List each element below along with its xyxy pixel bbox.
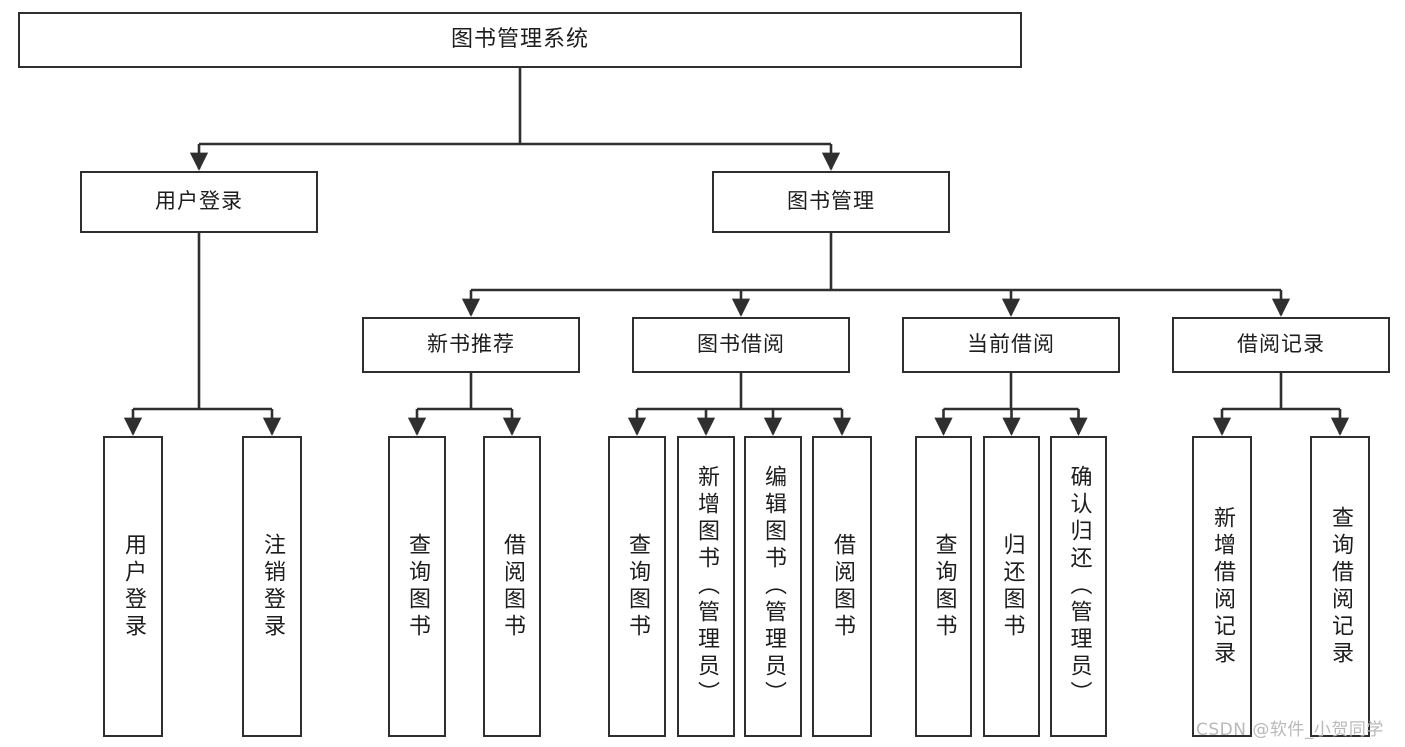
node-r_query[interactable]: 查询借阅记录	[1310, 436, 1370, 737]
node-label: 图书借阅	[697, 332, 785, 357]
node-b_lend[interactable]: 借阅图书	[812, 436, 872, 737]
node-c_query[interactable]: 查询图书	[915, 436, 972, 737]
node-label: 图书管理系统	[450, 26, 589, 52]
node-login[interactable]: 用户登录	[80, 171, 318, 233]
node-n_borrow[interactable]: 借阅图书	[483, 436, 541, 737]
node-label: 借阅图书	[500, 532, 525, 641]
node-label: 编辑图书（管理员）	[761, 465, 786, 708]
csdn-watermark: CSDN @软件_小贺同学	[1196, 720, 1384, 740]
node-root[interactable]: 图书管理系统	[18, 12, 1022, 68]
node-label: 新书推荐	[427, 332, 515, 357]
node-label: 新增图书（管理员）	[694, 465, 719, 708]
node-label: 用户登录	[121, 532, 146, 641]
node-label: 当前借阅	[967, 332, 1055, 357]
node-c_return[interactable]: 归还图书	[983, 436, 1040, 737]
node-label: 查询图书	[625, 532, 650, 641]
node-label: 新增借阅记录	[1210, 505, 1235, 668]
node-label: 查询图书	[405, 532, 430, 641]
node-l_login[interactable]: 用户登录	[103, 436, 163, 737]
node-label: 确认归还（管理员）	[1066, 465, 1092, 708]
node-record[interactable]: 借阅记录	[1172, 317, 1390, 373]
node-current[interactable]: 当前借阅	[902, 317, 1120, 373]
node-borrow[interactable]: 图书借阅	[632, 317, 850, 373]
node-n_query[interactable]: 查询图书	[388, 436, 446, 737]
node-label: 图书管理	[787, 189, 875, 214]
node-label: 查询图书	[931, 532, 957, 641]
node-label: 查询借阅记录	[1328, 505, 1353, 668]
node-b_edit[interactable]: 编辑图书（管理员）	[744, 436, 802, 737]
node-b_query[interactable]: 查询图书	[608, 436, 666, 737]
node-newbook[interactable]: 新书推荐	[362, 317, 580, 373]
node-r_add[interactable]: 新增借阅记录	[1192, 436, 1252, 737]
node-label: 借阅记录	[1237, 332, 1325, 357]
node-label: 注销登录	[260, 532, 285, 641]
node-label: 借阅图书	[830, 532, 855, 641]
node-label: 归还图书	[999, 532, 1025, 641]
node-c_confirm[interactable]: 确认归还（管理员）	[1050, 436, 1107, 737]
node-l_logout[interactable]: 注销登录	[242, 436, 302, 737]
node-label: 用户登录	[155, 189, 243, 214]
node-bookmgr[interactable]: 图书管理	[712, 171, 950, 233]
node-b_add[interactable]: 新增图书（管理员）	[677, 436, 735, 737]
